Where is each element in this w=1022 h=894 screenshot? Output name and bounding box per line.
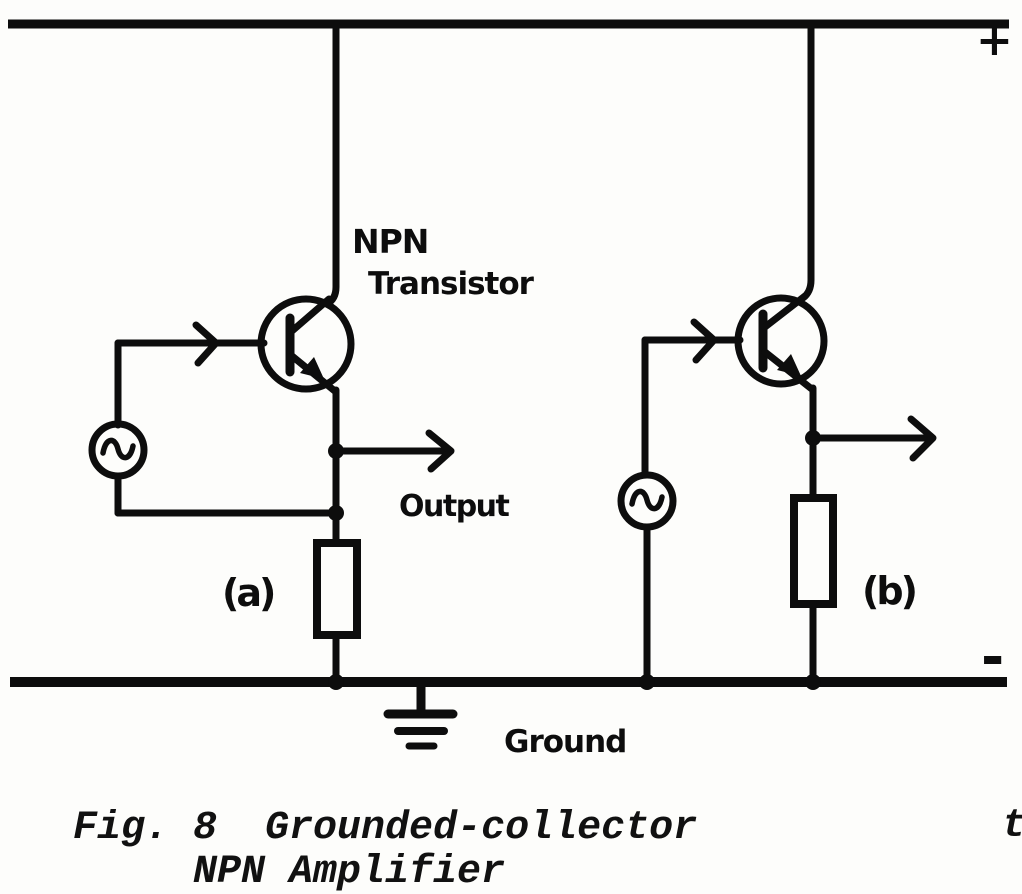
minus-polarity-label: - — [981, 625, 1004, 690]
emitter-arrow-icon-b — [777, 354, 801, 376]
junction-dot-a-feedback — [328, 505, 344, 521]
circuit-a-label: (a) — [222, 571, 274, 615]
resistor-a — [313, 539, 361, 639]
transistor-collector-lead-b — [761, 292, 809, 331]
npn-transistor-b-symbol — [734, 292, 828, 394]
resistor-b — [790, 494, 837, 608]
ac-source-a — [88, 420, 148, 480]
sine-wave-icon-a — [100, 437, 136, 461]
ac-source-b — [617, 471, 677, 531]
output-arrow-icon-a — [425, 429, 455, 473]
output-arrow-icon-b — [907, 415, 937, 462]
collector-wire-a — [323, 20, 340, 308]
ground-label: Ground — [504, 724, 626, 760]
collector-wire-b — [799, 20, 815, 302]
circuit-b-label: (b) — [862, 569, 916, 613]
npn-label-line2: Transistor — [368, 266, 535, 302]
output-label: Output — [399, 489, 510, 524]
transistor-collector-lead-a — [288, 295, 333, 335]
sine-wave-icon-b — [629, 488, 665, 512]
stray-edge-text: t — [1002, 804, 1022, 849]
emitter-arrow-icon-a — [300, 357, 324, 379]
current-arrow-icon-b — [690, 318, 718, 364]
junction-dot-b-source-rail — [639, 674, 655, 690]
figure-caption-line1: Fig. 8 Grounded-collector — [73, 806, 697, 851]
junction-dot-b-rail — [805, 674, 821, 690]
ground-symbol — [383, 677, 458, 750]
circuit-a — [88, 20, 455, 690]
plus-polarity-label: + — [976, 15, 1013, 66]
figure-caption-line2: NPN Amplifier — [193, 850, 505, 894]
transistor-circle-a — [257, 295, 355, 393]
current-arrow-icon-a — [192, 321, 220, 367]
npn-transistor-a-symbol — [257, 295, 355, 396]
circuit-b — [617, 20, 937, 690]
npn-label-line1: NPN — [352, 222, 428, 261]
junction-dot-a-rail — [328, 674, 344, 690]
